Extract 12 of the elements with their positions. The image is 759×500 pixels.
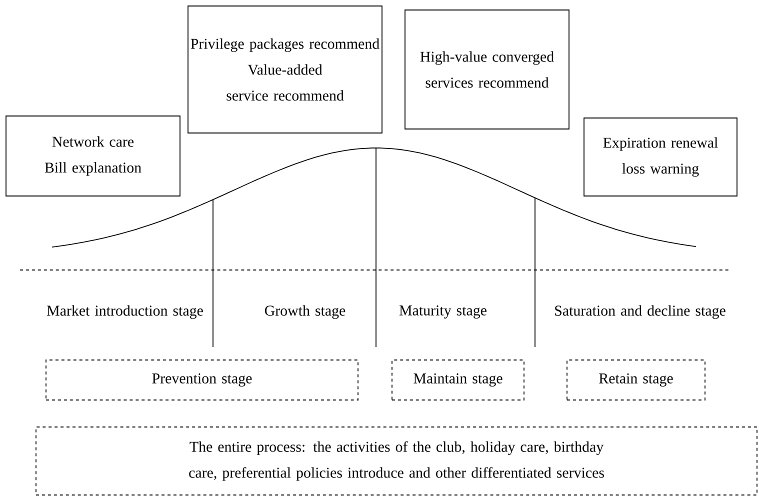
- activity-box: Expiration renewal loss warning: [584, 118, 738, 196]
- stage-label: Maturity stage: [399, 305, 486, 319]
- stage-label: Saturation and decline stage: [555, 305, 726, 319]
- activity-box: Privilege packages recommend Value-added service recommend: [188, 6, 382, 134]
- dashed-stage-box: Maintain stage: [392, 360, 524, 400]
- dashed-stage-box: The entire process: the activities of the club, holiday care, birthday care, preferential policies introduce and other differentiated services: [36, 426, 758, 496]
- activity-box: High-value converged services recommend: [404, 10, 570, 130]
- dashed-stage-box: Prevention stage: [46, 360, 358, 400]
- stage-label: Market introduction stage: [47, 305, 203, 319]
- stage-label: Growth stage: [264, 305, 346, 319]
- activity-box: Network care Bill explanation: [6, 116, 180, 196]
- dashed-stage-box: Retain stage: [566, 360, 706, 400]
